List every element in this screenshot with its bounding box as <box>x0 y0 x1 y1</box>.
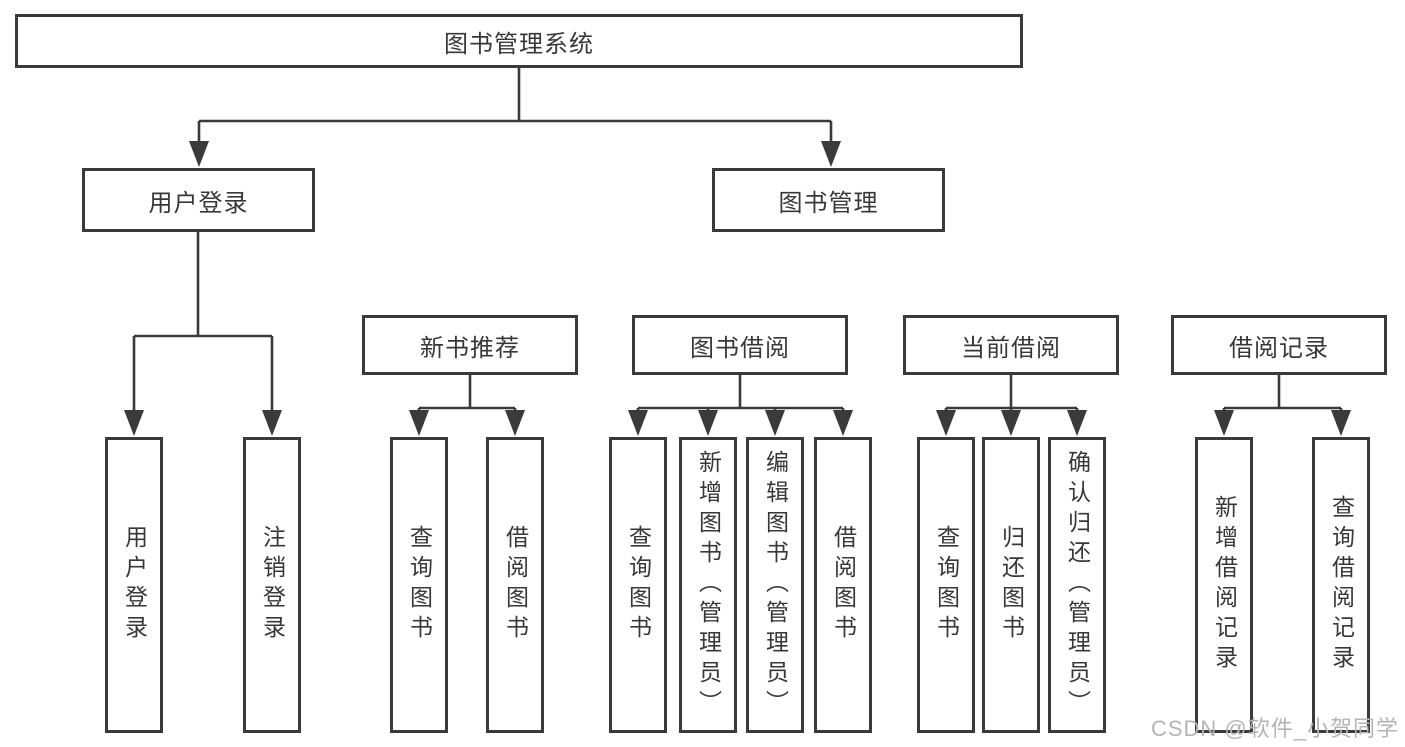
node-book-management-label: 图书管理 <box>778 189 879 217</box>
node-new-book-recommend-label: 新书推荐 <box>420 334 520 362</box>
leaf-query-borrow-record-label: 查询借阅记录 <box>1328 495 1355 675</box>
node-root: 图书管理系统 <box>15 14 1023 68</box>
csdn-watermark: CSDN @软件_小贺同学 <box>1150 716 1399 741</box>
connector-borrow-records <box>1214 375 1351 436</box>
leaf-borrow-books-recommend: 借阅图书 <box>486 437 544 733</box>
leaf-user-login-label: 用户登录 <box>121 525 148 645</box>
leaf-query-borrow-record: 查询借阅记录 <box>1312 437 1370 733</box>
leaf-edit-books-admin-label: 编辑图书（管理员） <box>762 450 789 720</box>
leaf-add-books-admin-label: 新增图书（管理员） <box>695 450 722 720</box>
leaf-logout-label: 注销登录 <box>259 525 286 645</box>
leaf-confirm-return-admin-label: 确认归还（管理员） <box>1064 450 1091 720</box>
leaf-edit-books-admin: 编辑图书（管理员） <box>746 437 804 733</box>
node-root-label: 图书管理系统 <box>444 30 594 58</box>
connector-root <box>189 68 841 167</box>
node-new-book-recommend: 新书推荐 <box>362 315 578 375</box>
leaf-query-books-current-label: 查询图书 <box>933 525 960 645</box>
leaf-return-books-label: 归还图书 <box>998 525 1025 645</box>
node-book-borrow-label: 图书借阅 <box>690 334 790 362</box>
node-user-login: 用户登录 <box>82 168 315 232</box>
connector-user-login <box>124 232 282 436</box>
leaf-query-books-recommend-label: 查询图书 <box>406 525 433 645</box>
leaf-borrow-books: 借阅图书 <box>814 437 872 733</box>
connector-new-book-recommend <box>409 375 525 436</box>
leaf-query-books-recommend: 查询图书 <box>390 437 448 733</box>
leaf-query-books-borrow-label: 查询图书 <box>625 525 652 645</box>
node-book-management: 图书管理 <box>712 168 945 232</box>
leaf-add-books-admin: 新增图书（管理员） <box>679 437 737 733</box>
leaf-query-books-current: 查询图书 <box>917 437 975 733</box>
leaf-user-login: 用户登录 <box>105 437 163 733</box>
leaf-query-books-borrow: 查询图书 <box>609 437 667 733</box>
leaf-borrow-books-recommend-label: 借阅图书 <box>502 525 529 645</box>
leaf-return-books: 归还图书 <box>982 437 1040 733</box>
leaf-borrow-books-label: 借阅图书 <box>830 525 857 645</box>
node-borrow-records-label: 借阅记录 <box>1229 334 1329 362</box>
node-borrow-records: 借阅记录 <box>1171 315 1387 375</box>
node-current-borrow-label: 当前借阅 <box>961 334 1061 362</box>
leaf-confirm-return-admin: 确认归还（管理员） <box>1048 437 1106 733</box>
node-book-borrow: 图书借阅 <box>632 315 848 375</box>
connector-current-borrow <box>936 375 1087 436</box>
leaf-logout: 注销登录 <box>243 437 301 733</box>
connector-book-borrow <box>628 375 853 436</box>
node-current-borrow: 当前借阅 <box>903 315 1119 375</box>
leaf-add-borrow-record-label: 新增借阅记录 <box>1211 495 1238 675</box>
node-user-login-label: 用户登录 <box>148 189 249 217</box>
leaf-add-borrow-record: 新增借阅记录 <box>1195 437 1253 733</box>
